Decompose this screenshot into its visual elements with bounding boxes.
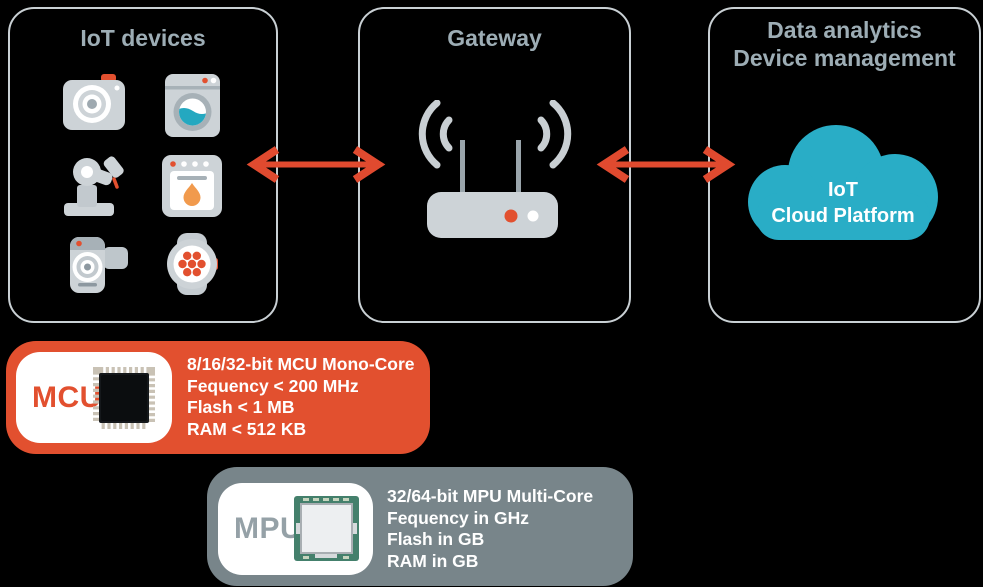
- double-headed-arrow-icon-devices-gateway: [246, 146, 386, 183]
- panel-title-iot-devices: IoT devices: [80, 25, 206, 51]
- cloud-label-line1: IoT: [828, 179, 858, 201]
- mcu-spec-line: Fequency < 200 MHz: [187, 375, 359, 396]
- mpu-card: MPU 32/64-bit MPU Multi-Core Fequency in…: [207, 467, 633, 586]
- mpu-badge: MPU: [218, 483, 373, 575]
- mpu-specs: 32/64-bit MPU Multi-Core Fequency in GHz…: [387, 486, 593, 572]
- panel-title-gateway: Gateway: [447, 25, 542, 51]
- mpu-spec-line: RAM in GB: [387, 550, 479, 571]
- mcu-spec-line: 8/16/32-bit MCU Mono-Core: [187, 354, 415, 374]
- smartwatch-icon: [167, 233, 218, 295]
- photo-camera-icon: [63, 74, 125, 130]
- panel-title-cloud: Data analytics Device management: [710, 16, 979, 72]
- mpu-spec-line: 32/64-bit MPU Multi-Core: [387, 486, 594, 506]
- panel-title-line-device-management: Device management: [733, 45, 956, 71]
- cloud-label-line2: Cloud Platform: [771, 205, 915, 227]
- iot-cloud-platform: IoT Cloud Platform: [748, 125, 938, 240]
- microcontroller-chip-icon: [93, 367, 155, 429]
- mcu-card: MCU 8/16/32-bit MCU Mono-Core Fequency <…: [6, 341, 430, 454]
- double-headed-arrow-icon-gateway-cloud: [596, 146, 736, 183]
- mcu-badge: MCU: [16, 352, 172, 443]
- mcu-spec-line: RAM < 512 KB: [187, 418, 307, 439]
- mcu-label: MCU: [32, 380, 102, 414]
- mcu-spec-line: Flash < 1 MB: [187, 397, 295, 418]
- panel-cloud-platform: Data analytics Device management IoT Clo…: [708, 7, 981, 323]
- cloud-label: IoT Cloud Platform: [748, 177, 938, 229]
- processor-chip-icon: [294, 496, 359, 561]
- video-camera-icon: [70, 237, 128, 293]
- cloud-icon: [748, 125, 938, 240]
- mpu-spec-line: Fequency in GHz: [387, 507, 529, 528]
- mpu-spec-line: Flash in GB: [387, 529, 485, 550]
- oven-icon: [162, 155, 222, 217]
- robot-arm-icon: [64, 156, 124, 216]
- mpu-label: MPU: [234, 512, 303, 545]
- washing-machine-icon: [165, 74, 220, 137]
- panel-iot-devices: IoT devices: [8, 7, 278, 323]
- wifi-router-icon: [418, 100, 572, 238]
- panel-title-line-data-analytics: Data analytics: [767, 17, 922, 43]
- mcu-specs: 8/16/32-bit MCU Mono-Core Fequency < 200…: [187, 354, 415, 440]
- panel-gateway: Gateway: [358, 7, 631, 323]
